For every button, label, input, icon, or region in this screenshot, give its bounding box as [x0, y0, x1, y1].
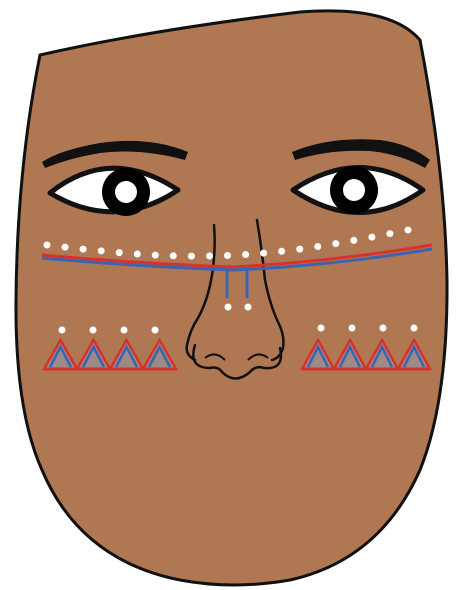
- right-cheek-dot: [411, 325, 418, 332]
- brow-dot: [224, 252, 231, 259]
- brow-dot: [62, 244, 69, 251]
- right-cheek-dot: [349, 325, 356, 332]
- brow-dot: [44, 242, 51, 249]
- brow-dot: [116, 249, 123, 256]
- nose-dot: [245, 304, 252, 311]
- brow-dot: [206, 253, 213, 260]
- brow-dot: [80, 246, 87, 253]
- brow-dot: [188, 253, 195, 260]
- brow-dot: [170, 252, 177, 259]
- brow-dot: [368, 234, 375, 241]
- right-cheek-dot: [380, 325, 387, 332]
- brow-dot: [152, 252, 159, 259]
- left-cheek-dot: [152, 327, 159, 334]
- brow-dot: [260, 250, 267, 257]
- left-cheek-dot: [59, 327, 66, 334]
- brow-dot: [242, 251, 249, 258]
- left-cheek-dot: [90, 327, 97, 334]
- face-outline: [16, 11, 447, 585]
- left-cheek-dot: [121, 327, 128, 334]
- brow-dot: [98, 247, 105, 254]
- brow-dot: [332, 240, 339, 247]
- brow-dot: [386, 230, 393, 237]
- right-cheek-dot: [318, 325, 325, 332]
- brow-dot: [278, 248, 285, 255]
- brow-dot: [296, 246, 303, 253]
- brow-dot: [134, 251, 141, 258]
- nose-dot: [225, 304, 232, 311]
- right-pupil-highlight: [343, 179, 365, 201]
- brow-dot: [405, 227, 412, 234]
- left-pupil-highlight: [115, 181, 137, 203]
- brow-dot: [314, 243, 321, 250]
- brow-dot: [350, 237, 357, 244]
